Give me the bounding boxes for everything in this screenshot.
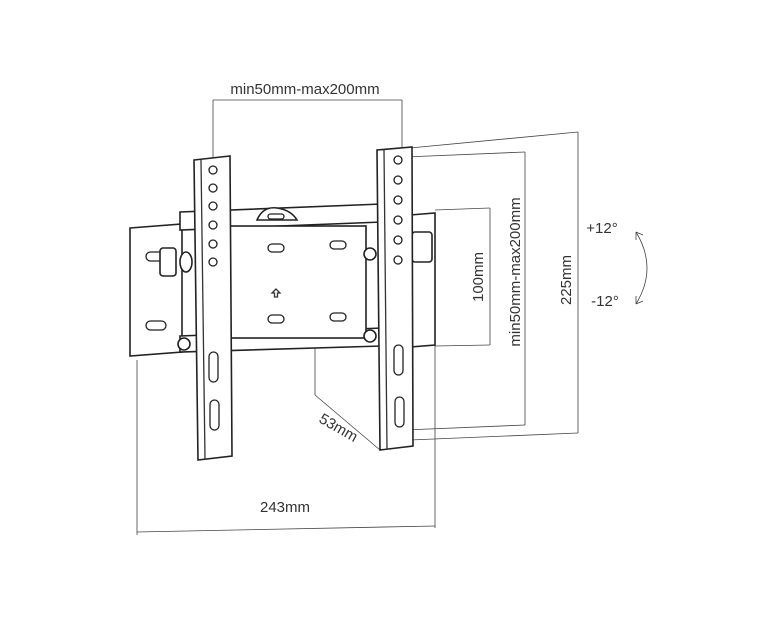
tilt-down-label: -12° <box>591 293 619 310</box>
right-arm <box>376 146 414 451</box>
horizontal-vesa-label: min50mm-max200mm <box>230 81 379 98</box>
height-label: 225mm <box>558 255 575 305</box>
left-arm <box>193 155 233 461</box>
up-arrow-icon <box>270 288 282 298</box>
dimension-lines <box>136 99 579 535</box>
tilt-knob <box>159 247 177 277</box>
width-label: 243mm <box>260 499 310 516</box>
tilt-up-label: +12° <box>586 220 617 237</box>
wall-plate-height-label: 100mm <box>470 252 487 302</box>
depth-label: 53mm <box>316 410 361 446</box>
vertical-vesa-label: min50mm-max200mm <box>507 197 524 346</box>
tilt-arc-icon <box>635 231 648 305</box>
